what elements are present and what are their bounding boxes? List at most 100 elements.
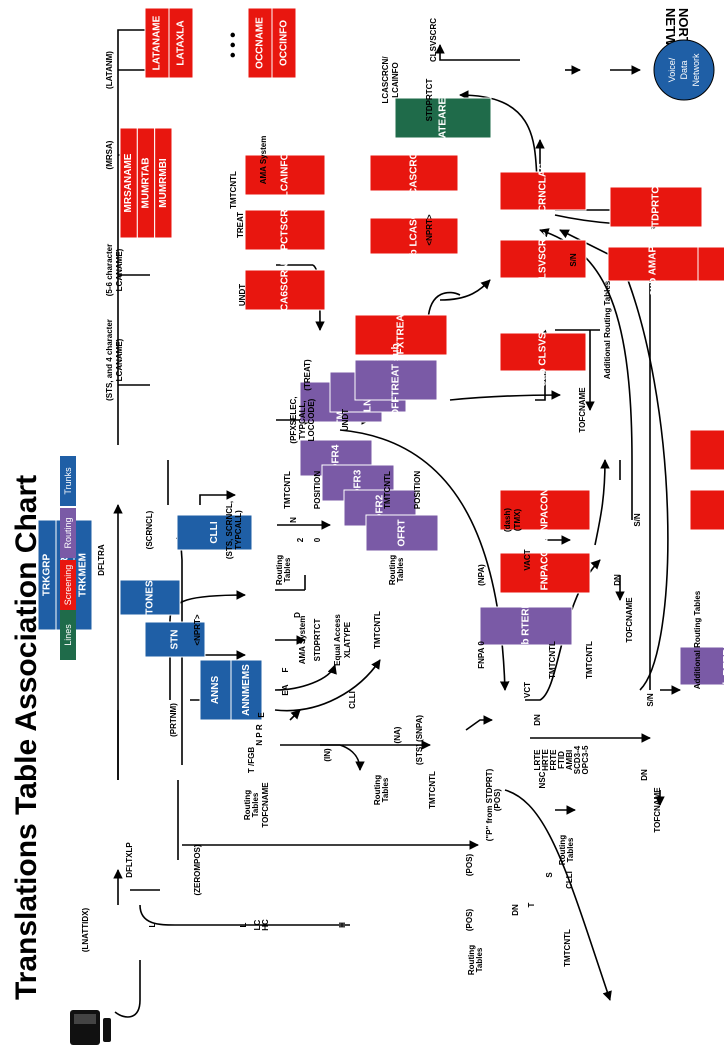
table-label: ANNMEMS (241, 664, 252, 716)
annotation-tables5: Tables (566, 837, 575, 862)
table-label: OCCNAME (255, 17, 266, 69)
table-label: CLSVSCRC (538, 231, 549, 286)
table-cell (354, 314, 448, 356)
table-label: TRKGRP (42, 554, 53, 597)
table-cell (499, 171, 587, 211)
annotation-lcaname: LCANAME) (115, 338, 124, 381)
annotation-tables6: Tables (475, 947, 484, 972)
table-clsvscrc: CLSVSCRC (499, 231, 587, 287)
annotation-tmx: (TMX) (513, 509, 522, 532)
table-occname: OCCNAME OCCINFO (247, 7, 297, 79)
table-rteref-low: sub RTEREF (679, 636, 724, 696)
annotation-lcainfo-r: LCAINFO (391, 62, 400, 98)
table-cell (230, 659, 263, 721)
annotation-dfltxlp: DFLTXLP (125, 842, 134, 878)
annotation-dash: (dash) (503, 508, 512, 532)
annotation-l1: L (148, 922, 157, 927)
annotation-addroute1: Additional Routing Tables (603, 280, 612, 379)
table-label: RATEAREA (438, 91, 449, 146)
annotation-pfxselec: (PFXSELEC, (289, 396, 298, 443)
table-cell (369, 217, 459, 255)
annotation-clli1: CLLI (348, 691, 357, 709)
table-cell (679, 646, 724, 686)
annotation-ambi: AMBI (565, 750, 574, 770)
annotation-tofcname2: TOFCNAME (625, 597, 634, 643)
annotation-tgfgb: T /FGB (247, 747, 256, 773)
annotation-dfltra: DFLTRA (97, 544, 106, 576)
annotation-latanm-l: (LATANM) (105, 51, 114, 89)
annotation-npr: N P R (255, 724, 264, 745)
table-clli: CLLI (176, 514, 253, 551)
table-fnpacont: FNPACONT (499, 483, 591, 538)
annotation-stdprtct2: STDPRTCT (313, 619, 322, 662)
annotation-vct: VCT (523, 682, 532, 698)
ellipsis: • • • (225, 32, 242, 58)
annotation-n1: N (289, 517, 298, 523)
table-label: LCAINFO (280, 153, 291, 198)
annotation-fnpa0: FNPA 0 (477, 641, 486, 669)
annotation-routing6: Routing (467, 945, 476, 975)
table-hnpacont: HNPACONT (689, 429, 724, 471)
table-pfxtreat: PFXTREAT (354, 309, 448, 361)
annotation-clli2: CLLI (565, 871, 574, 889)
annotation-two: 2 (296, 537, 305, 542)
table-label: STDPRTCT (651, 180, 662, 233)
annotation-dn1: DN (533, 714, 542, 726)
table-cell (119, 579, 181, 616)
table-label: sub RTEREF (521, 596, 532, 657)
table-label: sub LCASCR (409, 204, 420, 267)
table-label: LCA6SCRN (280, 263, 291, 317)
table-label: CLLI (209, 521, 220, 543)
annotation-tmtcntl3: TMTCNTL (383, 471, 392, 509)
annotation-tmtcntl2: TMTCNTL (283, 471, 292, 509)
table-cell (607, 246, 699, 282)
annotation-hrte: HRTE (541, 748, 550, 770)
annotation-s1: S (545, 872, 554, 878)
annotation-scrncl: (SCRNCL) (145, 510, 154, 549)
table-label: STN (170, 630, 181, 650)
annotation-sts4: (STS, and 4 character (105, 319, 114, 401)
annotation-addroute2: Additional Routing Tables (693, 590, 702, 689)
annotation-xlatype: XLATYPE (343, 621, 352, 658)
annotation-d1: D (293, 612, 302, 618)
annotation-pos3: (POS) (493, 789, 502, 812)
legend-label: Routing (63, 517, 73, 548)
table-rteref-mid: sub RTEREF (479, 596, 573, 657)
annotation-dn2: DN (613, 574, 622, 586)
table-label: OFR4 (331, 444, 342, 471)
table-cell (697, 246, 724, 282)
table-label: sub CLSVSCR (538, 317, 549, 386)
annotation-dn4: DN (511, 904, 520, 916)
table-label: OFRT (397, 519, 408, 546)
annotation-l2: L (239, 922, 248, 927)
annotation-tofcname1: TOFCNAME (261, 782, 270, 828)
annotation-routing4: Routing (373, 775, 382, 805)
table-cell (365, 514, 439, 552)
annotation-vact: VACT (523, 549, 532, 570)
annotation-locc: LOCCODE) (307, 398, 316, 441)
annotation-lc: LC (253, 919, 262, 930)
annotation-routing5: Routing (558, 835, 567, 865)
table-lca6scrn: LCA6SCRN (244, 263, 326, 317)
annotation-routing1: Routing (243, 790, 252, 820)
annotation-zeromp: (ZEROMPOS) (193, 844, 202, 895)
table-label: OFR3 (353, 469, 364, 496)
annotation-position2: POSITION (413, 471, 422, 509)
annotation-tmtcntl1: TMTCNTL (229, 171, 238, 209)
table-cell (154, 127, 173, 239)
table-cell (609, 186, 703, 228)
table-label: OCCINFO (279, 20, 290, 66)
table-label: TONES (145, 580, 156, 615)
table-label: LCASCRCN (409, 145, 420, 201)
table-tones: TONES (119, 579, 181, 616)
table-label: FNPACONT (540, 483, 551, 538)
table-cell (499, 489, 591, 531)
annotation-h: H (338, 922, 347, 928)
annotation-stssnpa: (STS) (SNPA) (415, 715, 424, 765)
legend-label: Screening (63, 565, 73, 606)
table-cell (144, 7, 170, 79)
annotation-undt: UNDT (238, 284, 247, 306)
legend-item: Trunks (60, 456, 76, 506)
